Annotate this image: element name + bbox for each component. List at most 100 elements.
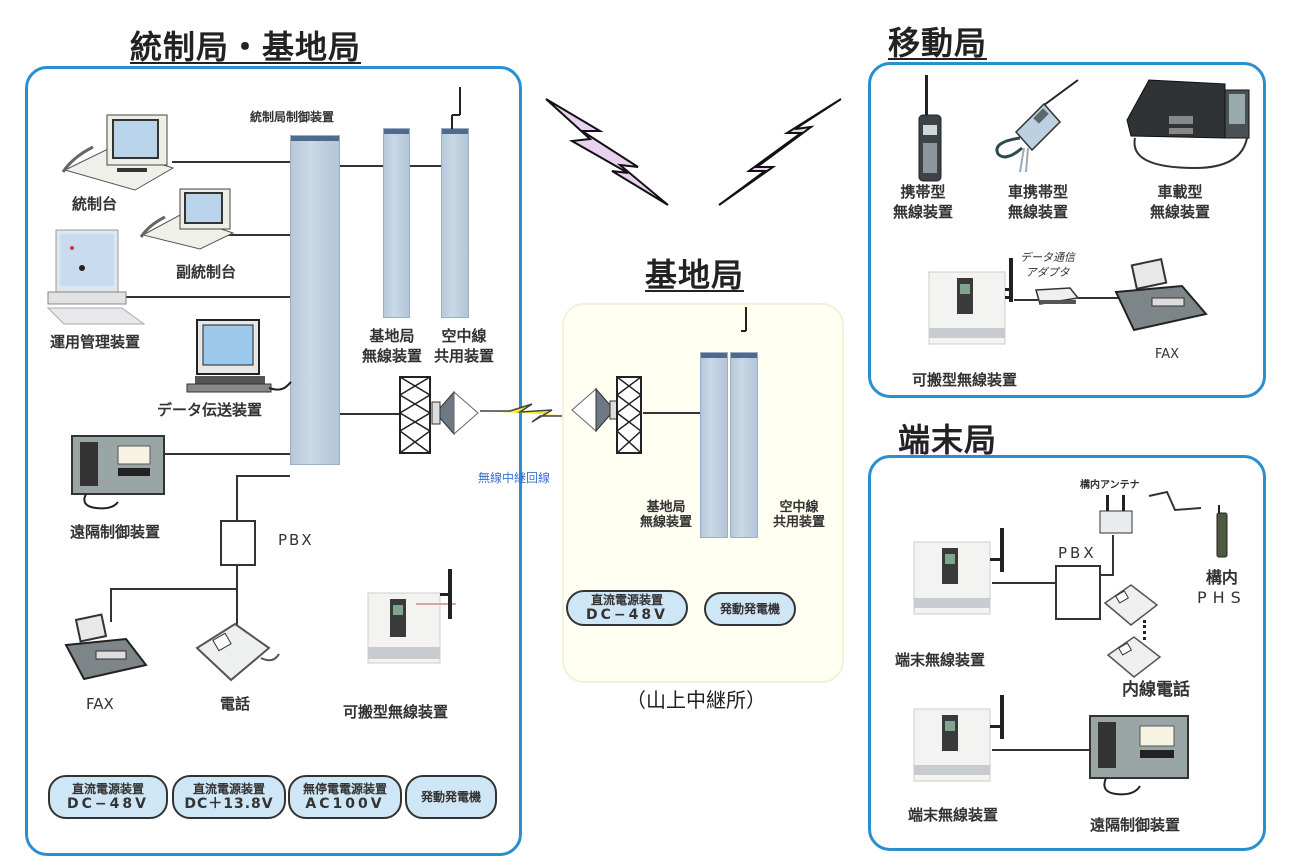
phs-label-line2: PHS [1197,588,1247,607]
radio-wave-bolt-right-icon [718,98,842,206]
extension-phone-icon-1 [1103,584,1159,626]
vehicle-radio-label: 車載型無線装置 [1150,182,1210,222]
base-radio-cabinet [383,128,410,318]
data-tx-label: データ伝送装置 [157,401,263,419]
wire-cab-2-3 [408,165,442,167]
data-adapter-icon [1035,287,1080,305]
phs-handset-icon [1216,505,1228,558]
power-ups-control: 無停電電源装置 AC100V [288,775,402,819]
pbx-label: PBX [278,531,314,549]
wire-terminal-a-pbx [992,582,1056,584]
wire-cab-pbx-v [236,475,238,520]
mobile-station-title: 移動局 [888,24,988,62]
console-icon [61,114,175,191]
wire-cab-1-2 [338,165,384,167]
wire-console [172,161,290,163]
power-ups-control-line1: 無停電電源装置 [302,782,387,796]
power-dc48-relay-line1: 直流電源装置 [590,593,663,607]
terminal-remote-ctrl-icon [1089,715,1189,796]
control-unit-cabinet [290,135,340,465]
antenna-share-label-line2: 共用装置 [434,347,495,365]
wire-relay-tower-cab [643,412,701,414]
wire-pbx-antenna-h [1100,574,1114,576]
relay-base-radio-label: 基地局無線装置 [640,500,692,530]
extension-phone-icon-2 [1106,636,1162,678]
data-tx-terminal-icon [186,319,292,393]
telephone-label: 電話 [220,695,251,713]
sub-console-icon [139,188,235,250]
wire-cab-pbx-h [236,475,290,477]
relay-tower-icon [615,376,643,454]
relay-antenna-share-label-line1: 空中線 [779,500,819,515]
antenna-share-label-line1: 空中線 [441,327,487,345]
portable-radio-icon [367,569,456,664]
fax-icon [64,613,148,681]
relay-station-title: 基地局 [645,256,745,294]
control-station-title: 統制局・基地局 [130,28,362,66]
base-radio-label-line1: 基地局 [369,327,415,345]
relay-base-radio-cabinet [700,352,728,538]
radio-wave-bolt-left-icon [545,98,669,206]
power-dc138-control-line1: 直流電源装置 [192,782,265,796]
wire-remote-ctrl [150,453,290,455]
wire-sub-console [228,234,290,236]
indoor-antenna-label: 構内アンテナ [1080,480,1140,491]
wire-pbx-antenna [1112,535,1114,575]
power-generator-relay-line1: 発動発電機 [719,601,780,616]
base-radio-label-line2: 無線装置 [362,347,423,365]
control-dish-antenna-icon [431,390,479,436]
mobile-fax-icon [1114,257,1208,332]
terminal-radio-a-icon [913,528,1004,615]
antenna-share-cabinet [441,128,469,318]
vehicle-portable-radio-label: 車携帯型無線装置 [1008,182,1068,222]
wire-pbx-down [236,566,238,632]
mobile-portable-radio-icon [928,258,1013,345]
vehicle-portable-radio-icon [995,79,1079,173]
data-adapter-label-line2: アダプタ [1025,266,1070,279]
relay-base-radio-label-line1: 基地局 [646,500,686,515]
terminal-radio-b-label: 端末無線装置 [908,806,999,824]
console-label: 統制台 [72,195,118,213]
microwave-link-bolt-icon [480,403,580,423]
pbx-box [220,520,256,566]
phs-label-line1: 構内 [1205,568,1238,587]
extension-phone-ellipsis [1143,620,1149,640]
terminal-station-panel [868,455,1266,851]
power-dc48-relay: 直流電源装置 DC−48V [566,590,688,626]
indoor-antenna-icon [1099,495,1133,534]
terminal-station-title: 端末局 [898,421,998,459]
mobile-portable-radio-label: 可搬型無線装置 [912,371,1018,389]
power-ups-control-line2: AC100V [305,796,385,812]
vehicle-portable-radio-label-line1: 車携帯型 [1008,183,1069,201]
wire-terminal-b-remote [992,749,1090,751]
control-tower-icon [398,376,432,454]
terminal-pbx-label: PBX [1058,544,1097,562]
remote-ctrl-icon [71,435,165,510]
cabinet-antenna-icon [451,87,461,129]
handheld-radio-icon [918,75,942,182]
data-adapter-label: データ通信アダプタ [1020,250,1075,280]
data-adapter-label-line1: データ通信 [1020,251,1075,264]
power-dc48-control-line2: DC−48V [67,796,149,812]
remote-ctrl-label: 遠隔制御装置 [70,523,161,541]
power-generator-relay: 発動発電機 [704,592,796,626]
terminal-radio-a-label: 端末無線装置 [895,651,986,669]
relay-antenna-share-cabinet [730,352,758,538]
handheld-radio-label: 携帯型無線装置 [893,182,953,222]
power-generator-control: 発動発電機 [405,775,497,819]
relay-dish-antenna-icon [571,387,619,433]
vehicle-portable-radio-label-line2: 無線装置 [1008,203,1069,221]
terminal-pbx-box [1055,565,1101,620]
vehicle-radio-icon [1126,79,1250,170]
vehicle-radio-label-line1: 車載型 [1157,183,1203,201]
ops-mgmt-label: 運用管理装置 [50,333,141,351]
portable-radio-label: 可搬型無線装置 [343,703,449,721]
power-dc138-control-line2: DC＋13.8V [184,796,274,812]
relay-cabinet-antenna-icon [741,307,747,332]
terminal-remote-ctrl-label: 遠隔制御装置 [1090,816,1181,834]
wire-adapter-fax [1078,297,1118,299]
microwave-link-label: 無線中継回線 [478,471,551,485]
handheld-radio-label-line1: 携帯型 [900,183,946,201]
mobile-fax-label: FAX [1155,347,1180,362]
